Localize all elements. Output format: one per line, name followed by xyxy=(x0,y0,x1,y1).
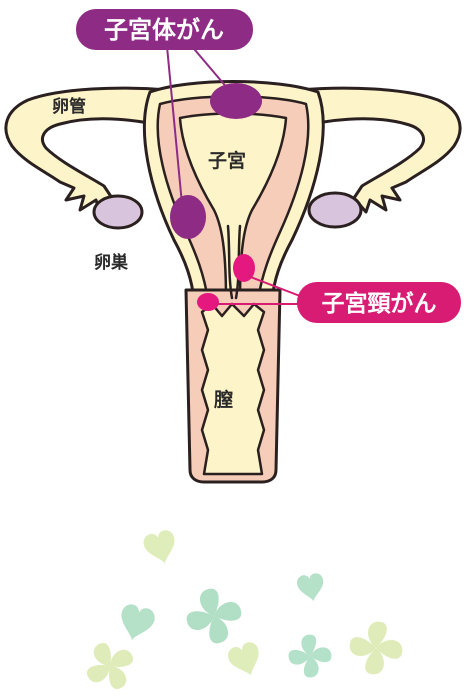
label-fallopian-tube: 卵管 xyxy=(52,96,86,117)
clover-icon xyxy=(285,631,335,681)
label-vagina: 膣 xyxy=(213,388,233,411)
decoration xyxy=(80,528,410,696)
callout-endometrial-cancer: 子宮体がん xyxy=(76,9,253,50)
callout-cervical-cancer: 子宮頸がん xyxy=(297,282,461,323)
heart-icon xyxy=(225,639,266,682)
tumors xyxy=(170,83,262,311)
tumor-fundus xyxy=(210,83,262,119)
left-fallopian-tube xyxy=(4,86,174,214)
label-ovary: 卵巣 xyxy=(94,252,129,273)
vaginal-canal xyxy=(200,302,266,476)
right-fallopian-tube xyxy=(292,86,462,214)
clover-icon xyxy=(80,636,140,696)
clover-icon xyxy=(186,588,242,644)
left-ovary xyxy=(92,194,144,230)
leader-cervix-upper xyxy=(247,275,301,297)
callout-cervical-cancer-text: 子宮頸がん xyxy=(322,290,437,317)
clover-icon xyxy=(342,614,410,682)
heart-icon xyxy=(115,602,157,646)
right-ovary xyxy=(307,191,363,229)
heart-icon xyxy=(295,572,327,604)
heart-icon xyxy=(141,528,181,569)
uterine-cavity xyxy=(178,112,288,302)
leader-body-wall xyxy=(165,35,183,205)
anatomy xyxy=(4,80,462,484)
label-uterus: 子宮 xyxy=(208,149,246,172)
tumor-cervix-lower xyxy=(197,293,219,311)
tumor-body-wall xyxy=(170,195,206,239)
callout-endometrial-cancer-text: 子宮体がん xyxy=(104,16,224,44)
tumor-cervix-upper xyxy=(233,254,255,282)
